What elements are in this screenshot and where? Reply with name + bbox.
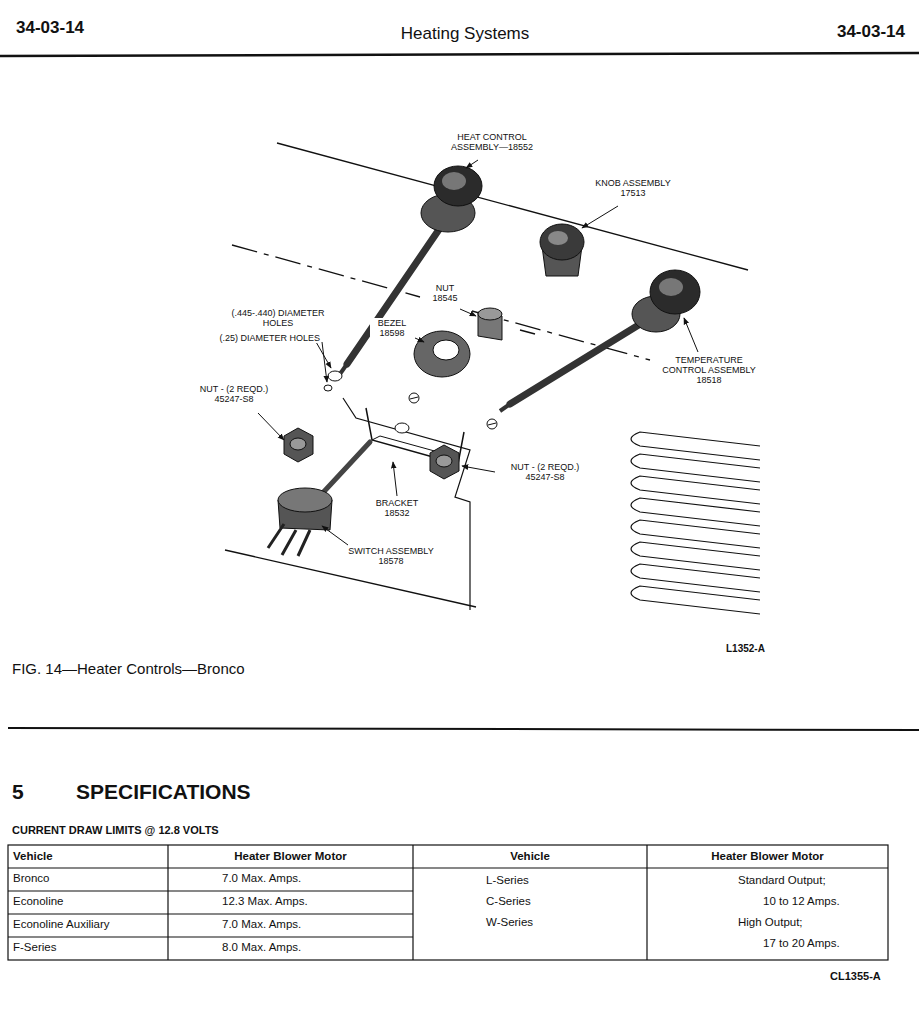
table-cell: Econoline (13, 895, 163, 908)
screw-hole (409, 393, 419, 403)
hex-nut (290, 438, 306, 450)
bracket-hole (395, 423, 409, 433)
control-knob (650, 270, 700, 314)
part-callout: KNOB ASSEMBLY 17513 (588, 178, 678, 198)
part-callout: SWITCH ASSEMBLY 18578 (338, 546, 444, 566)
leader-line (684, 318, 698, 352)
table-cell: 7.0 Max. Amps. (222, 918, 402, 931)
table-cell: 10 to 12 Amps. (763, 895, 883, 908)
panel-edge (277, 143, 748, 270)
control-shaft (340, 364, 347, 374)
knob-highlight (659, 278, 683, 296)
page-label: L1352-A (726, 643, 806, 654)
page-label: CURRENT DRAW LIMITS @ 12.8 VOLTS (12, 824, 352, 836)
part-callout: NUT 18545 (424, 283, 466, 303)
table-cell: 8.0 Max. Amps. (222, 941, 402, 954)
heater-fin (631, 586, 760, 614)
nut (478, 308, 502, 320)
table-cell: 7.0 Max. Amps. (222, 872, 402, 885)
header-rule (0, 53, 919, 56)
leader-line (462, 466, 495, 472)
leader-line (582, 206, 618, 228)
mounting-hole (328, 371, 342, 381)
table-row-rule (8, 867, 888, 868)
part-callout: NUT - (2 REQD.) 45247-S8 (497, 462, 593, 482)
table-cell: Standard Output; (738, 874, 883, 887)
table-column-rule (168, 845, 647, 960)
page-label: 34-03-14 (785, 22, 905, 41)
section-rule (8, 728, 919, 730)
screw-slot (410, 397, 418, 399)
leader-line (258, 413, 284, 440)
table-cell: Bronco (13, 872, 163, 885)
page-label: SPECIFICATIONS (76, 780, 396, 804)
table-cell: F-Series (13, 941, 163, 954)
leader-line (393, 462, 397, 496)
table-cell: Vehicle (417, 850, 643, 863)
part-callout: NUT - (2 REQD.) 45247-S8 (186, 384, 282, 404)
leader-line (322, 342, 327, 382)
bezel-hole (433, 340, 459, 360)
part-callout: HEAT CONTROL ASSEMBLY—18552 (440, 132, 544, 152)
figure-caption: FIG. 14—Heater Controls—Bronco (12, 661, 245, 678)
control-knob (434, 166, 482, 206)
part-callout: BEZEL 18598 (370, 318, 414, 338)
knob-assembly (540, 224, 584, 260)
table-cell: High Output; (738, 916, 883, 929)
table-cell: C-Series (486, 895, 636, 908)
part-callout: (.25) DIAMETER HOLES (190, 333, 320, 343)
part-callout: TEMPERATURE CONTROL ASSEMBLY 18518 (656, 355, 762, 385)
leader-line (466, 160, 478, 168)
panel-edge (343, 398, 470, 610)
panel-edge (520, 330, 535, 334)
hex-nut (284, 428, 313, 462)
table-cell: 17 to 20 Amps. (763, 937, 883, 950)
screw-slot (488, 423, 496, 425)
table-row-rule (8, 891, 413, 937)
table-border (8, 845, 888, 960)
hex-nut (430, 445, 459, 479)
control-shaft (500, 404, 510, 411)
switch-shaft (318, 442, 370, 498)
hex-nut (436, 455, 452, 467)
page-label: 5 (12, 780, 42, 804)
table-cell: L-Series (486, 874, 636, 887)
panel-edge (232, 245, 420, 297)
leader-line (322, 526, 348, 545)
table-cell: Vehicle (13, 850, 163, 863)
switch-body (278, 488, 332, 512)
knob-highlight (548, 231, 568, 245)
table-cell: 12.3 Max. Amps. (222, 895, 402, 908)
part-callout: BRACKET 18532 (368, 498, 426, 518)
screw-hole (487, 419, 497, 429)
page-title: Heating Systems (290, 24, 640, 43)
table-cell: Econoline Auxiliary (13, 918, 163, 931)
heater-core (631, 432, 760, 614)
bezel (414, 331, 470, 377)
control-shaft (510, 318, 650, 404)
switch-terminal (268, 524, 310, 556)
mounting-hole (324, 385, 332, 391)
table-cell: Heater Blower Motor (651, 850, 884, 863)
page-label: CL1355-A (830, 970, 910, 982)
table-cell: W-Series (486, 916, 636, 929)
part-callout: (.445-.440) DIAMETER HOLES (216, 308, 340, 328)
page-label: 34-03-14 (16, 18, 136, 37)
leader-line (415, 338, 424, 342)
leader-lines (258, 160, 698, 545)
knob-highlight (442, 172, 466, 190)
table-cell: Heater Blower Motor (172, 850, 409, 863)
leader-line (460, 309, 476, 316)
spec-table (8, 845, 888, 960)
